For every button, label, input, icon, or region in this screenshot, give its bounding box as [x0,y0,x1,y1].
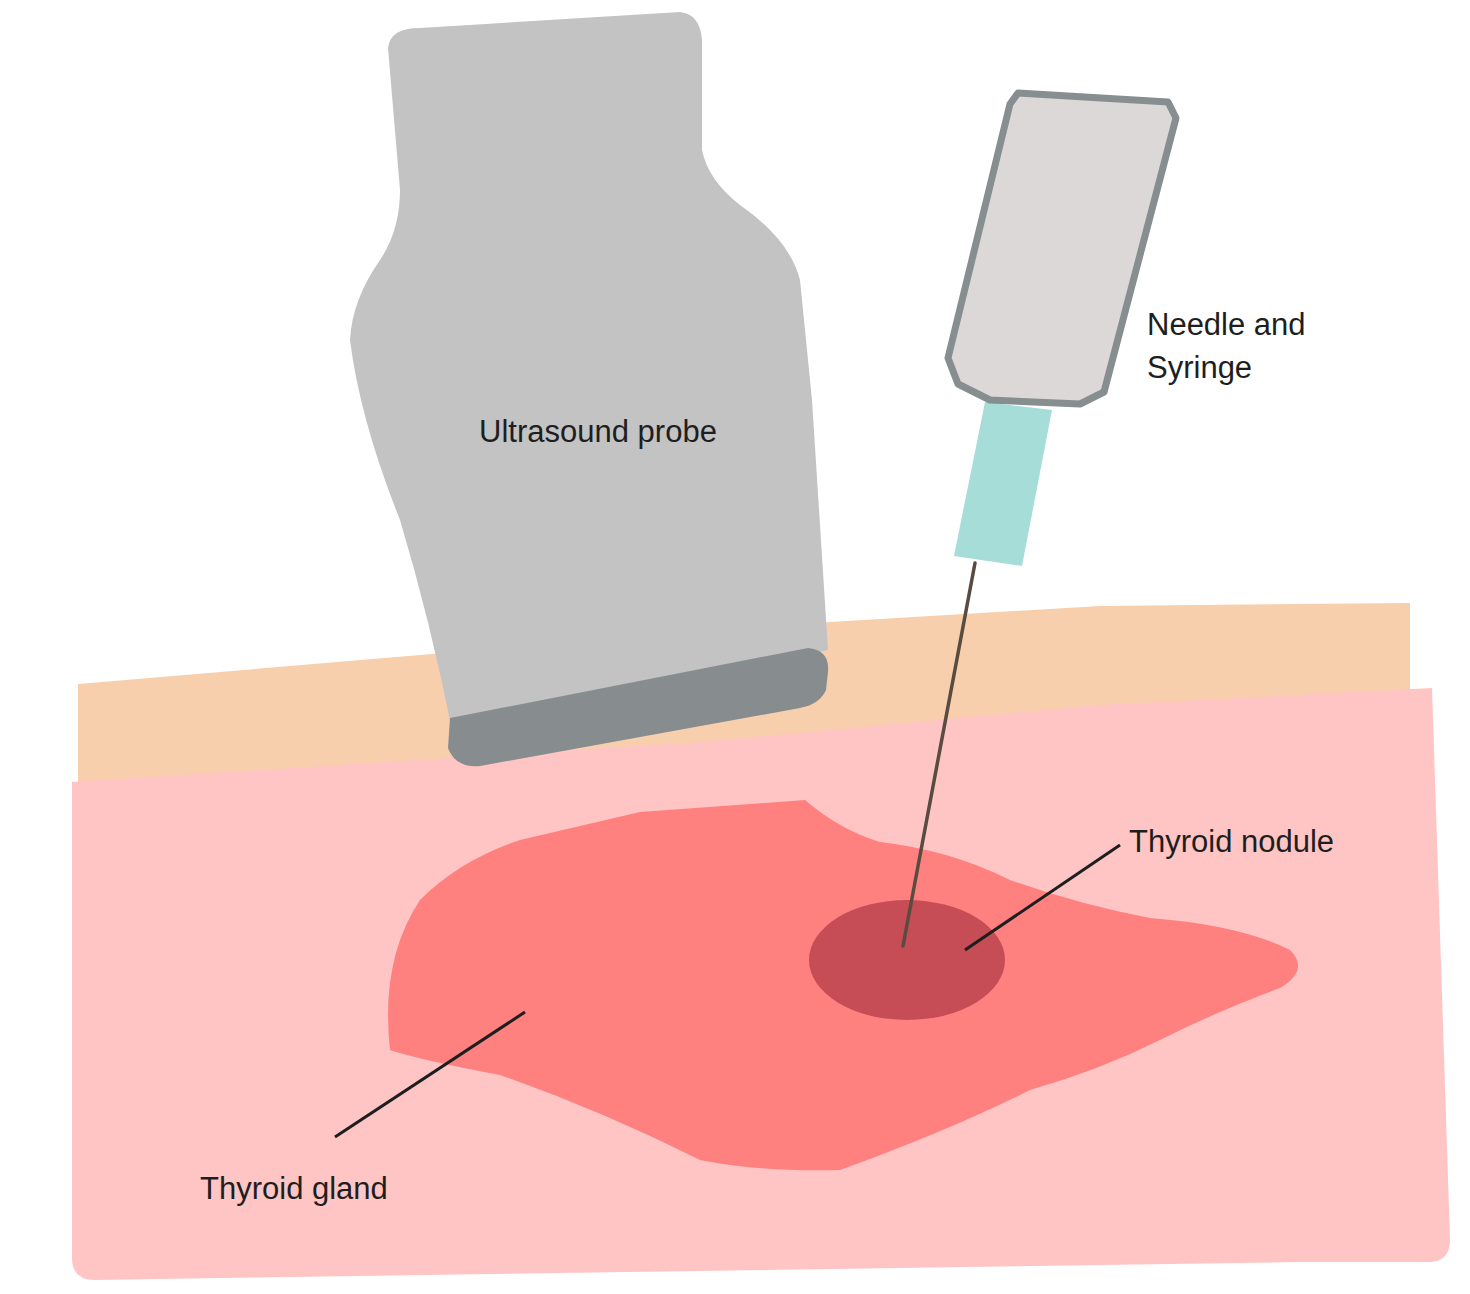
nodule-label: Thyroid nodule [1129,820,1429,863]
probe-outline [345,8,835,773]
ultrasound-probe: Ultrasound probe [345,8,835,773]
probe-label: Ultrasound probe [479,410,717,453]
gland-label: Thyroid gland [200,1167,500,1210]
leader-line [965,845,1120,950]
needle [903,563,975,946]
leader-line [335,1012,525,1137]
tissue-layer [72,688,1450,1280]
needle-syringe-label: Needle and Syringe [1147,303,1347,389]
needle-hub [954,402,1052,566]
syringe-body [948,93,1176,404]
